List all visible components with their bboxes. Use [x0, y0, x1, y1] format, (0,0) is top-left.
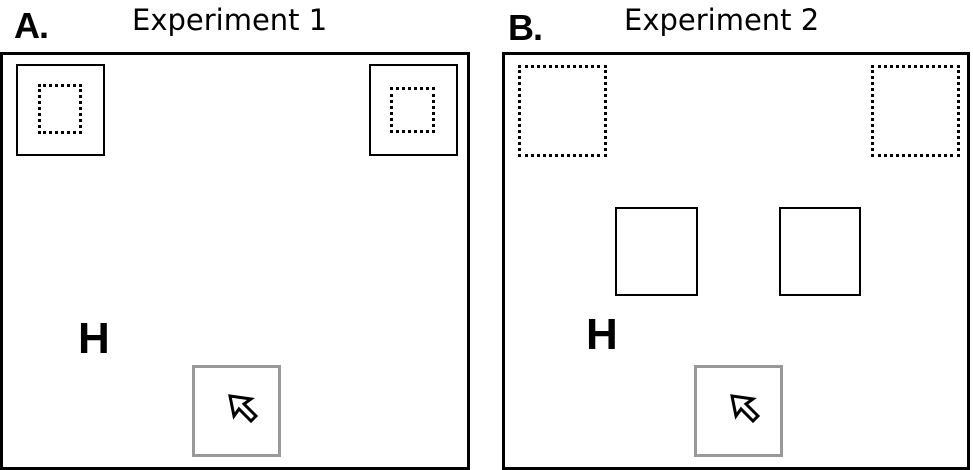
panel-b-title: Experiment 2 — [624, 3, 820, 37]
panel-b-letter: B. — [508, 7, 543, 48]
start-box-a — [192, 365, 281, 457]
home-label-a: H — [78, 314, 110, 363]
target-middle-left — [615, 207, 698, 296]
panel-b-frame: H — [502, 52, 970, 470]
target-top-right-inner — [390, 87, 435, 133]
home-label-b: H — [586, 310, 618, 359]
arrow-cursor-icon — [730, 394, 761, 424]
dotted-square-top-left — [518, 65, 607, 157]
panel-a-title: Experiment 1 — [132, 3, 328, 37]
panel-a-frame: H — [0, 52, 470, 470]
start-box-b — [694, 365, 783, 457]
panel-a-letter: A. — [14, 5, 49, 46]
target-middle-right — [779, 207, 861, 296]
target-top-left — [16, 64, 105, 156]
arrow-cursor-icon — [228, 394, 259, 424]
target-top-right — [369, 64, 458, 156]
target-top-left-inner — [38, 84, 82, 134]
dotted-square-top-right — [871, 65, 960, 157]
